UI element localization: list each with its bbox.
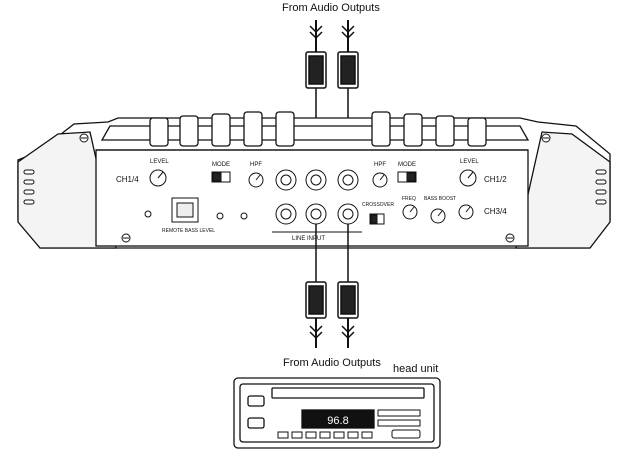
control-panel <box>149 169 477 233</box>
freq-text: FREQ <box>402 196 416 202</box>
channel-right-text: CH1/2 <box>484 175 507 184</box>
channel-left-text: CH1/4 <box>116 175 139 184</box>
left-level-text: LEVEL <box>150 159 169 165</box>
rca-jacks-upper <box>275 169 359 191</box>
screws <box>79 133 551 243</box>
rca-jacks-lower <box>275 203 359 225</box>
head-unit-label: head unit <box>393 363 439 375</box>
head-unit-display <box>301 409 375 429</box>
head-unit: 96.8 <box>233 377 441 449</box>
channel-right-lower-text: CH3/4 <box>484 207 507 216</box>
line-input-text: LINE INPUT <box>292 236 325 242</box>
vent-slots <box>23 169 607 205</box>
head-unit-frequency: 96.8 <box>327 415 348 427</box>
panel-text: CH1/4 CH1/2 CH3/4 LEVEL LEVEL MODE MODE … <box>116 159 507 242</box>
remote-text: REMOTE BASS LEVEL <box>162 228 215 234</box>
left-mode-text: MODE <box>212 162 230 168</box>
right-level-text: LEVEL <box>460 159 479 165</box>
bottom-rca-cables <box>305 224 359 348</box>
left-hpf-text: HPF <box>250 162 262 168</box>
heatsink-fins <box>149 111 487 147</box>
bottom-audio-outputs-label: From Audio Outputs <box>283 357 381 369</box>
right-mode-text: MODE <box>398 162 416 168</box>
crossover-text: CROSSOVER <box>362 202 394 208</box>
bass-boost-text: BASS BOOST <box>424 196 456 202</box>
top-audio-outputs-label: From Audio Outputs <box>282 2 380 14</box>
right-hpf-text: HPF <box>374 162 386 168</box>
